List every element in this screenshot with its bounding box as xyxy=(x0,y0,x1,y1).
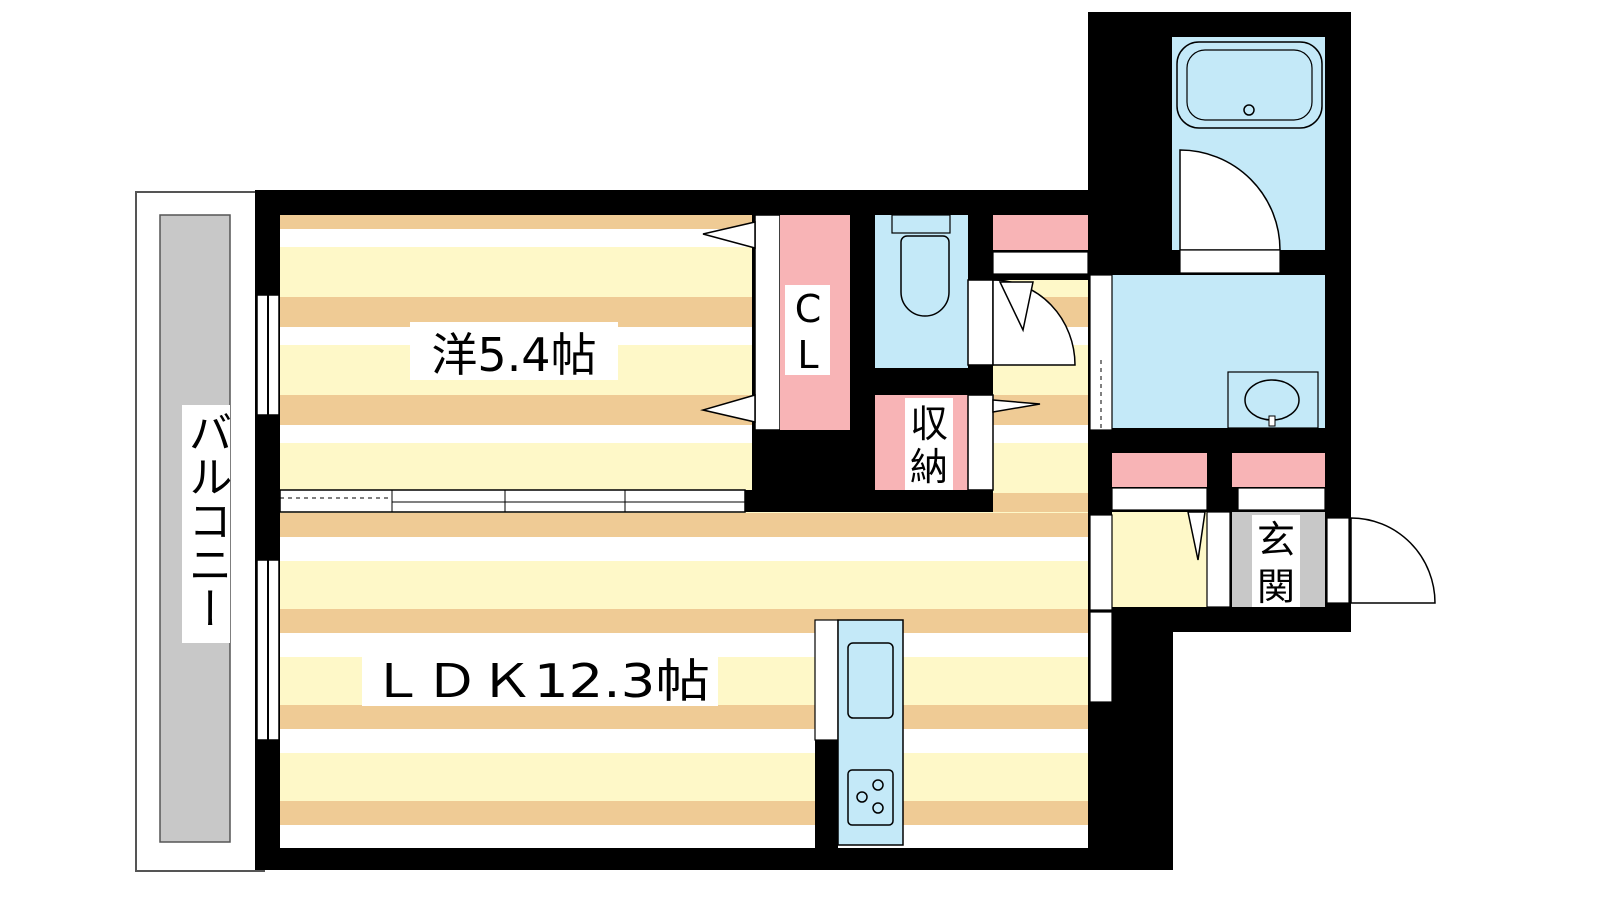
closet-label-l: L xyxy=(797,333,818,377)
closet-label-c: C xyxy=(795,287,822,331)
toilet-room xyxy=(875,214,1076,368)
toilet-icon xyxy=(900,235,950,317)
storage-label-2: 納 xyxy=(910,445,948,489)
window-western[interactable] xyxy=(256,294,280,416)
stove-icon xyxy=(847,769,894,826)
entrance-door[interactable] xyxy=(1350,517,1436,604)
window-ldk[interactable] xyxy=(256,559,280,741)
western-room-label: 洋5.4帖 xyxy=(431,328,596,382)
sliding-door[interactable] xyxy=(279,489,746,513)
storage[interactable]: 収 納 xyxy=(875,394,1041,491)
closet[interactable]: C L xyxy=(700,214,850,431)
entrance: 玄 関 xyxy=(1232,512,1436,609)
bathtub-icon xyxy=(1176,41,1323,129)
ldk-label: ＬＤＫ12.3帖 xyxy=(370,654,710,708)
kitchen-counter xyxy=(814,619,904,848)
storage-label-1: 収 xyxy=(910,402,948,446)
shoe-shelf-1 xyxy=(1112,453,1207,487)
bathroom-door[interactable] xyxy=(1179,149,1281,251)
hall-shelf xyxy=(993,215,1088,250)
washroom xyxy=(1089,274,1325,431)
entrance-label-1: 玄 xyxy=(1257,518,1295,562)
shoe-shelf-2 xyxy=(1232,453,1325,487)
kitchen-sink-icon xyxy=(847,642,894,719)
bathroom xyxy=(1172,37,1325,274)
balcony: バルコニー xyxy=(135,191,265,872)
balcony-label: バルコニー xyxy=(181,410,232,630)
entrance-label-2: 関 xyxy=(1257,565,1295,609)
